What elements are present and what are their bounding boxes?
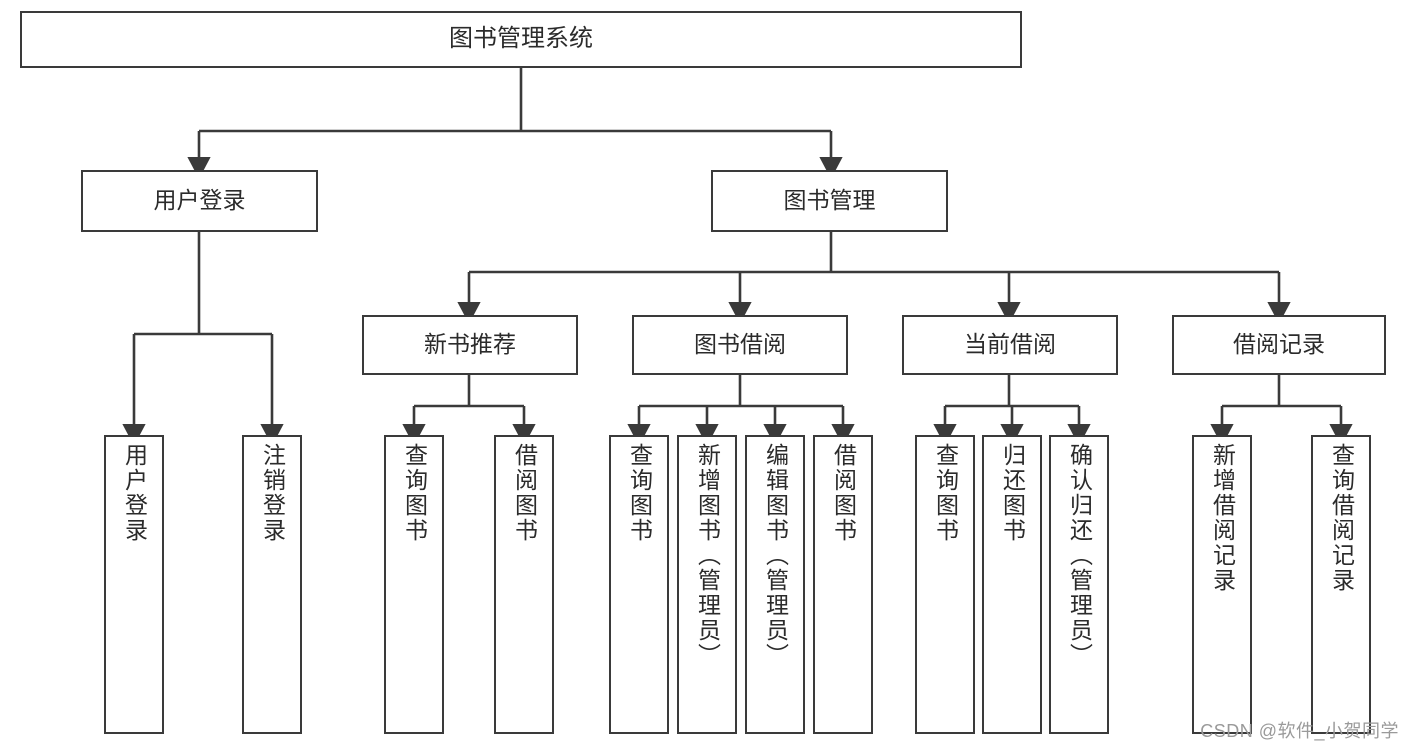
node-label: 查询借阅记录	[1328, 443, 1355, 593]
node-label: 注销登录	[259, 443, 286, 543]
node-label: 新增图书（管理员）	[694, 443, 721, 668]
node-new-book-recommend[interactable]: 新书推荐	[362, 315, 578, 375]
node-leaf-add-book-admin[interactable]: 新增图书（管理员）	[677, 435, 737, 734]
node-label: 借阅图书	[830, 443, 857, 543]
node-borrow-record[interactable]: 借阅记录	[1172, 315, 1386, 375]
node-leaf-query-borrow-record[interactable]: 查询借阅记录	[1311, 435, 1371, 734]
node-label: 归还图书	[999, 443, 1026, 543]
node-leaf-add-borrow-record[interactable]: 新增借阅记录	[1192, 435, 1252, 734]
node-label: 借阅记录	[1233, 331, 1325, 358]
node-label: 图书借阅	[694, 331, 786, 358]
node-book-borrow[interactable]: 图书借阅	[632, 315, 848, 375]
node-leaf-query-book-borrow[interactable]: 查询图书	[609, 435, 669, 734]
node-label: 编辑图书（管理员）	[762, 443, 789, 668]
node-label: 借阅图书	[511, 443, 538, 543]
node-label: 查询图书	[626, 443, 653, 543]
node-user-login[interactable]: 用户登录	[81, 170, 318, 232]
node-root-book-management-system[interactable]: 图书管理系统	[20, 11, 1022, 68]
node-label: 查询图书	[401, 443, 428, 543]
node-label: 新书推荐	[424, 331, 516, 358]
node-leaf-borrow-book[interactable]: 借阅图书	[813, 435, 873, 734]
node-leaf-edit-book-admin[interactable]: 编辑图书（管理员）	[745, 435, 805, 734]
node-label: 当前借阅	[964, 331, 1056, 358]
node-leaf-logout[interactable]: 注销登录	[242, 435, 302, 734]
node-label: 图书管理系统	[449, 25, 593, 53]
node-label: 新增借阅记录	[1209, 443, 1236, 593]
node-label: 用户登录	[121, 443, 148, 543]
node-current-borrow[interactable]: 当前借阅	[902, 315, 1118, 375]
watermark-text: CSDN @软件_小贺同学	[1200, 721, 1399, 741]
node-label: 用户登录	[153, 187, 246, 214]
node-book-management[interactable]: 图书管理	[711, 170, 948, 232]
node-leaf-borrow-book-recommend[interactable]: 借阅图书	[494, 435, 554, 734]
node-leaf-return-book[interactable]: 归还图书	[982, 435, 1042, 734]
node-label: 图书管理	[783, 187, 876, 214]
node-label: 查询图书	[932, 443, 959, 543]
node-leaf-query-book-current[interactable]: 查询图书	[915, 435, 975, 734]
node-label: 确认归还（管理员）	[1066, 443, 1093, 668]
node-leaf-query-book-recommend[interactable]: 查询图书	[384, 435, 444, 734]
node-leaf-user-login[interactable]: 用户登录	[104, 435, 164, 734]
node-leaf-confirm-return-admin[interactable]: 确认归还（管理员）	[1049, 435, 1109, 734]
